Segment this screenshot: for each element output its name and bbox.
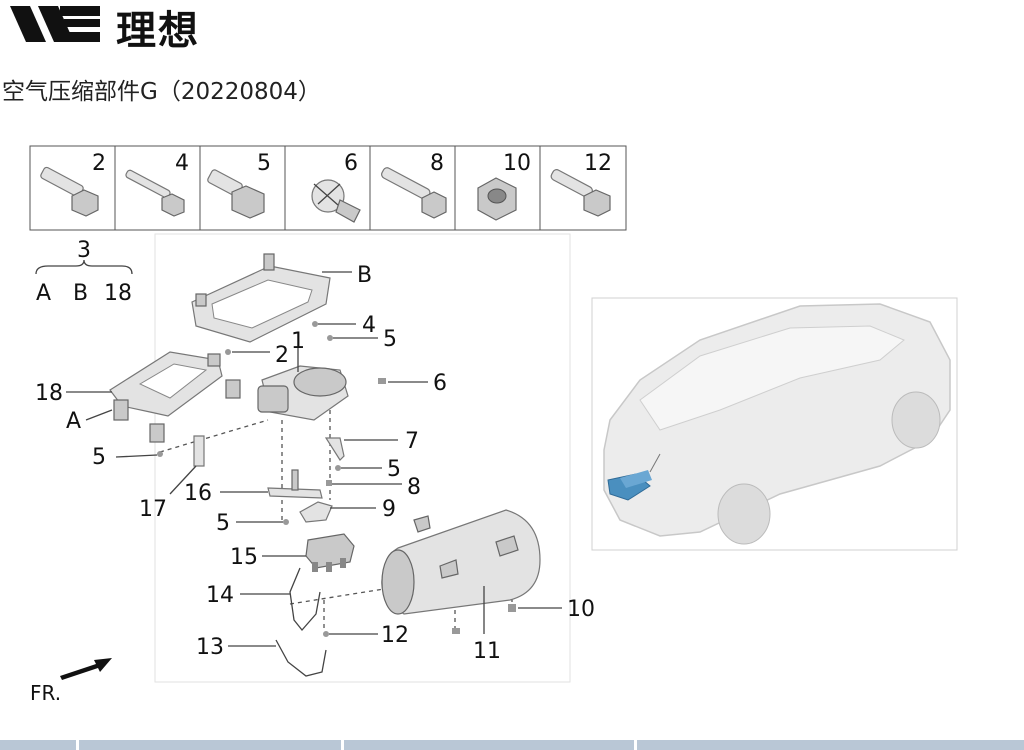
bolt-12-icon [550, 169, 611, 217]
group-3-item-b: B [73, 281, 88, 306]
bolt-8-icon [381, 167, 447, 219]
fastener-label-10: 10 [503, 151, 531, 176]
mount-18-icon [113, 399, 129, 421]
bracket-17-icon [193, 435, 205, 467]
pipe-14-icon [289, 567, 321, 632]
compressor-1 [257, 365, 349, 421]
callout-4: 4 [362, 313, 376, 338]
bracket-16-icon [267, 487, 323, 499]
nut-10-icon [477, 177, 517, 221]
bolt-4-icon [125, 169, 185, 217]
bolt-5-icon [207, 169, 265, 219]
callout-5-left: 5 [92, 445, 106, 470]
fastener-label-4: 4 [175, 151, 189, 176]
li-auto-logo-icon [10, 6, 100, 42]
fastener-label-5: 5 [257, 151, 271, 176]
callout-b: B [357, 263, 372, 288]
fastener-label-2: 2 [92, 151, 106, 176]
vehicle-location-view [591, 297, 958, 551]
group-3-item-a: A [36, 281, 51, 306]
fastener-label-6: 6 [344, 151, 358, 176]
bolt-2-icon [40, 166, 99, 217]
valve-block-15 [305, 533, 355, 572]
callout-6: 6 [433, 371, 447, 396]
callout-16: 16 [184, 481, 212, 506]
fastener-label-12: 12 [584, 151, 612, 176]
callout-2: 2 [275, 343, 289, 368]
air-tank-11 [381, 509, 541, 615]
bracket-a [109, 351, 241, 443]
callout-13: 13 [196, 635, 224, 660]
callout-18: 18 [35, 381, 63, 406]
callout-17: 17 [139, 497, 167, 522]
fastener-strip: 2 4 5 6 8 10 12 [29, 145, 627, 231]
bracket-b [191, 253, 331, 343]
callout-15: 15 [230, 545, 258, 570]
callout-9: 9 [382, 497, 396, 522]
bracket-7-icon [324, 437, 345, 461]
callout-8: 8 [407, 475, 421, 500]
footer-bar [0, 740, 1024, 750]
clip-6-icon [311, 179, 361, 223]
brand-logo: 理想 [8, 2, 228, 54]
diagram-panel [154, 233, 571, 683]
group-3-brace: 3 A B 18 [35, 238, 133, 306]
callout-1: 1 [291, 329, 305, 354]
front-arrow-icon [60, 658, 112, 680]
callout-5-top: 5 [383, 327, 397, 352]
group-3-item-18: 18 [104, 281, 132, 306]
callout-14: 14 [206, 583, 234, 608]
callout-12: 12 [381, 623, 409, 648]
group-3-number: 3 [77, 238, 91, 263]
bracket-9-icon [299, 501, 333, 523]
callout-5-low: 5 [216, 511, 230, 536]
callout-a: A [66, 409, 81, 434]
callout-10: 10 [567, 597, 595, 622]
brand-name: 理想 [116, 8, 200, 54]
pipe-13-icon [275, 639, 327, 677]
orientation-label: FR. [30, 681, 61, 705]
page-title: 空气压缩部件G（20220804） [2, 79, 321, 105]
callout-11: 11 [473, 639, 501, 664]
fastener-label-8: 8 [430, 151, 444, 176]
callout-7: 7 [405, 429, 419, 454]
callout-5-mid: 5 [387, 457, 401, 482]
